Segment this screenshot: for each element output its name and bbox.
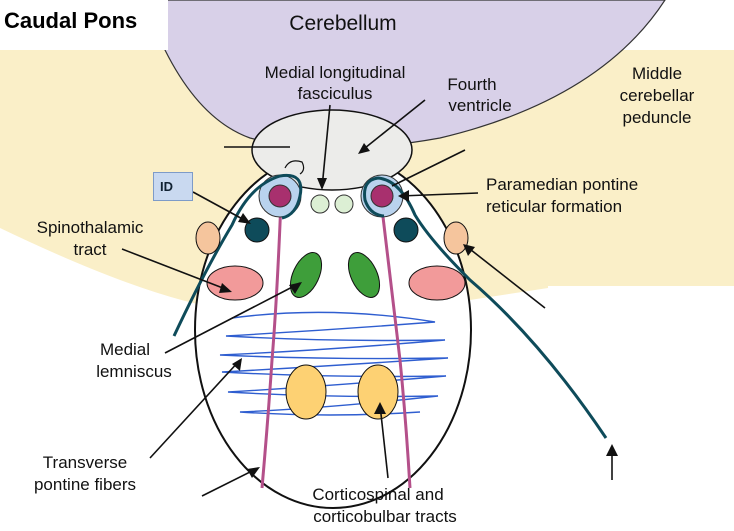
arrowhead-spino bbox=[219, 283, 232, 293]
pointer-pprf bbox=[399, 192, 479, 197]
spinothalamic-right bbox=[443, 221, 469, 255]
arrowhead-cst bbox=[374, 402, 386, 414]
arrowheads bbox=[219, 143, 618, 478]
page-title: Caudal Pons bbox=[4, 8, 138, 33]
label-tpf-line1: Transverse bbox=[43, 453, 127, 472]
label-ml-line1: Medial bbox=[100, 340, 150, 359]
corticospinal-right bbox=[357, 364, 399, 420]
medial-lemniscus-left bbox=[206, 265, 264, 301]
pointer-ml bbox=[164, 282, 301, 354]
label-mlf-line2: fasciculus bbox=[298, 84, 373, 103]
arrowhead-peduncle bbox=[463, 244, 475, 256]
descending-fiber-left bbox=[260, 199, 283, 489]
arrowhead-id bbox=[238, 213, 251, 224]
arrowhead-pprf bbox=[398, 190, 409, 202]
green-tract-right bbox=[347, 252, 381, 298]
transverse-pontine-fibers bbox=[219, 311, 449, 416]
nucleus-core-left bbox=[268, 184, 292, 208]
mlf-dot-left bbox=[310, 194, 330, 214]
pointer-mlf bbox=[321, 104, 331, 189]
teal-nucleus-right bbox=[393, 217, 419, 243]
nucleus-core-right bbox=[370, 184, 394, 208]
ventricle-notch bbox=[284, 160, 305, 175]
title-box: Caudal Pons bbox=[0, 0, 168, 50]
pointer-tpf bbox=[149, 359, 241, 459]
pointer-bottom-left bbox=[201, 467, 259, 497]
mlf-dot-right bbox=[334, 194, 354, 214]
id-tag: ID bbox=[153, 172, 193, 201]
arrowhead-bottom-right bbox=[606, 444, 618, 456]
label-mcp-line1: Middle bbox=[632, 64, 682, 83]
arrowhead-bottom-left bbox=[247, 467, 260, 478]
teal-nerve-right bbox=[363, 176, 608, 439]
pointer-cst bbox=[379, 404, 389, 479]
arrowhead-ml bbox=[289, 282, 302, 294]
pointer-pprf-2 bbox=[391, 149, 466, 187]
label-ml-line2: lemniscus bbox=[96, 362, 172, 381]
label-mcp-line2: cerebellar bbox=[620, 86, 695, 105]
label-cst-line2: corticobulbar tracts bbox=[313, 507, 457, 526]
label-spino-line1: Spinothalamic bbox=[37, 218, 144, 237]
fourth-ventricle bbox=[251, 109, 413, 191]
label-pprf-line1: Paramedian pontine bbox=[486, 175, 638, 194]
label-cst-line1: Corticospinal and bbox=[312, 485, 443, 504]
label-spino-line2: tract bbox=[73, 240, 106, 259]
pointer-fourth-ventricle bbox=[359, 99, 426, 153]
descending-fiber-right bbox=[379, 199, 412, 489]
arrowhead-ventricle bbox=[358, 143, 370, 154]
spinothalamic-left bbox=[195, 221, 221, 255]
label-cerebellum: Cerebellum bbox=[289, 12, 396, 35]
label-mlf-line1: Medial longitudinal bbox=[265, 63, 406, 82]
label-mcp-line3: peduncle bbox=[622, 108, 691, 127]
pointer-spinothalamic bbox=[121, 248, 229, 291]
pointer-peduncle bbox=[465, 245, 546, 309]
label-fourth-line1: Fourth bbox=[447, 75, 496, 94]
label-tpf-line2: pontine fibers bbox=[34, 475, 136, 494]
pointer-id bbox=[192, 191, 249, 223]
teal-nerve-left bbox=[172, 173, 303, 337]
label-fourth-line2: ventricle bbox=[448, 96, 511, 115]
medial-lemniscus-right bbox=[408, 265, 466, 301]
arrowhead-mlf bbox=[317, 178, 327, 190]
corticospinal-left bbox=[285, 364, 327, 420]
arrowhead-tpf bbox=[232, 358, 242, 371]
white-patch bbox=[548, 286, 734, 360]
label-pprf-line2: reticular formation bbox=[486, 197, 622, 216]
